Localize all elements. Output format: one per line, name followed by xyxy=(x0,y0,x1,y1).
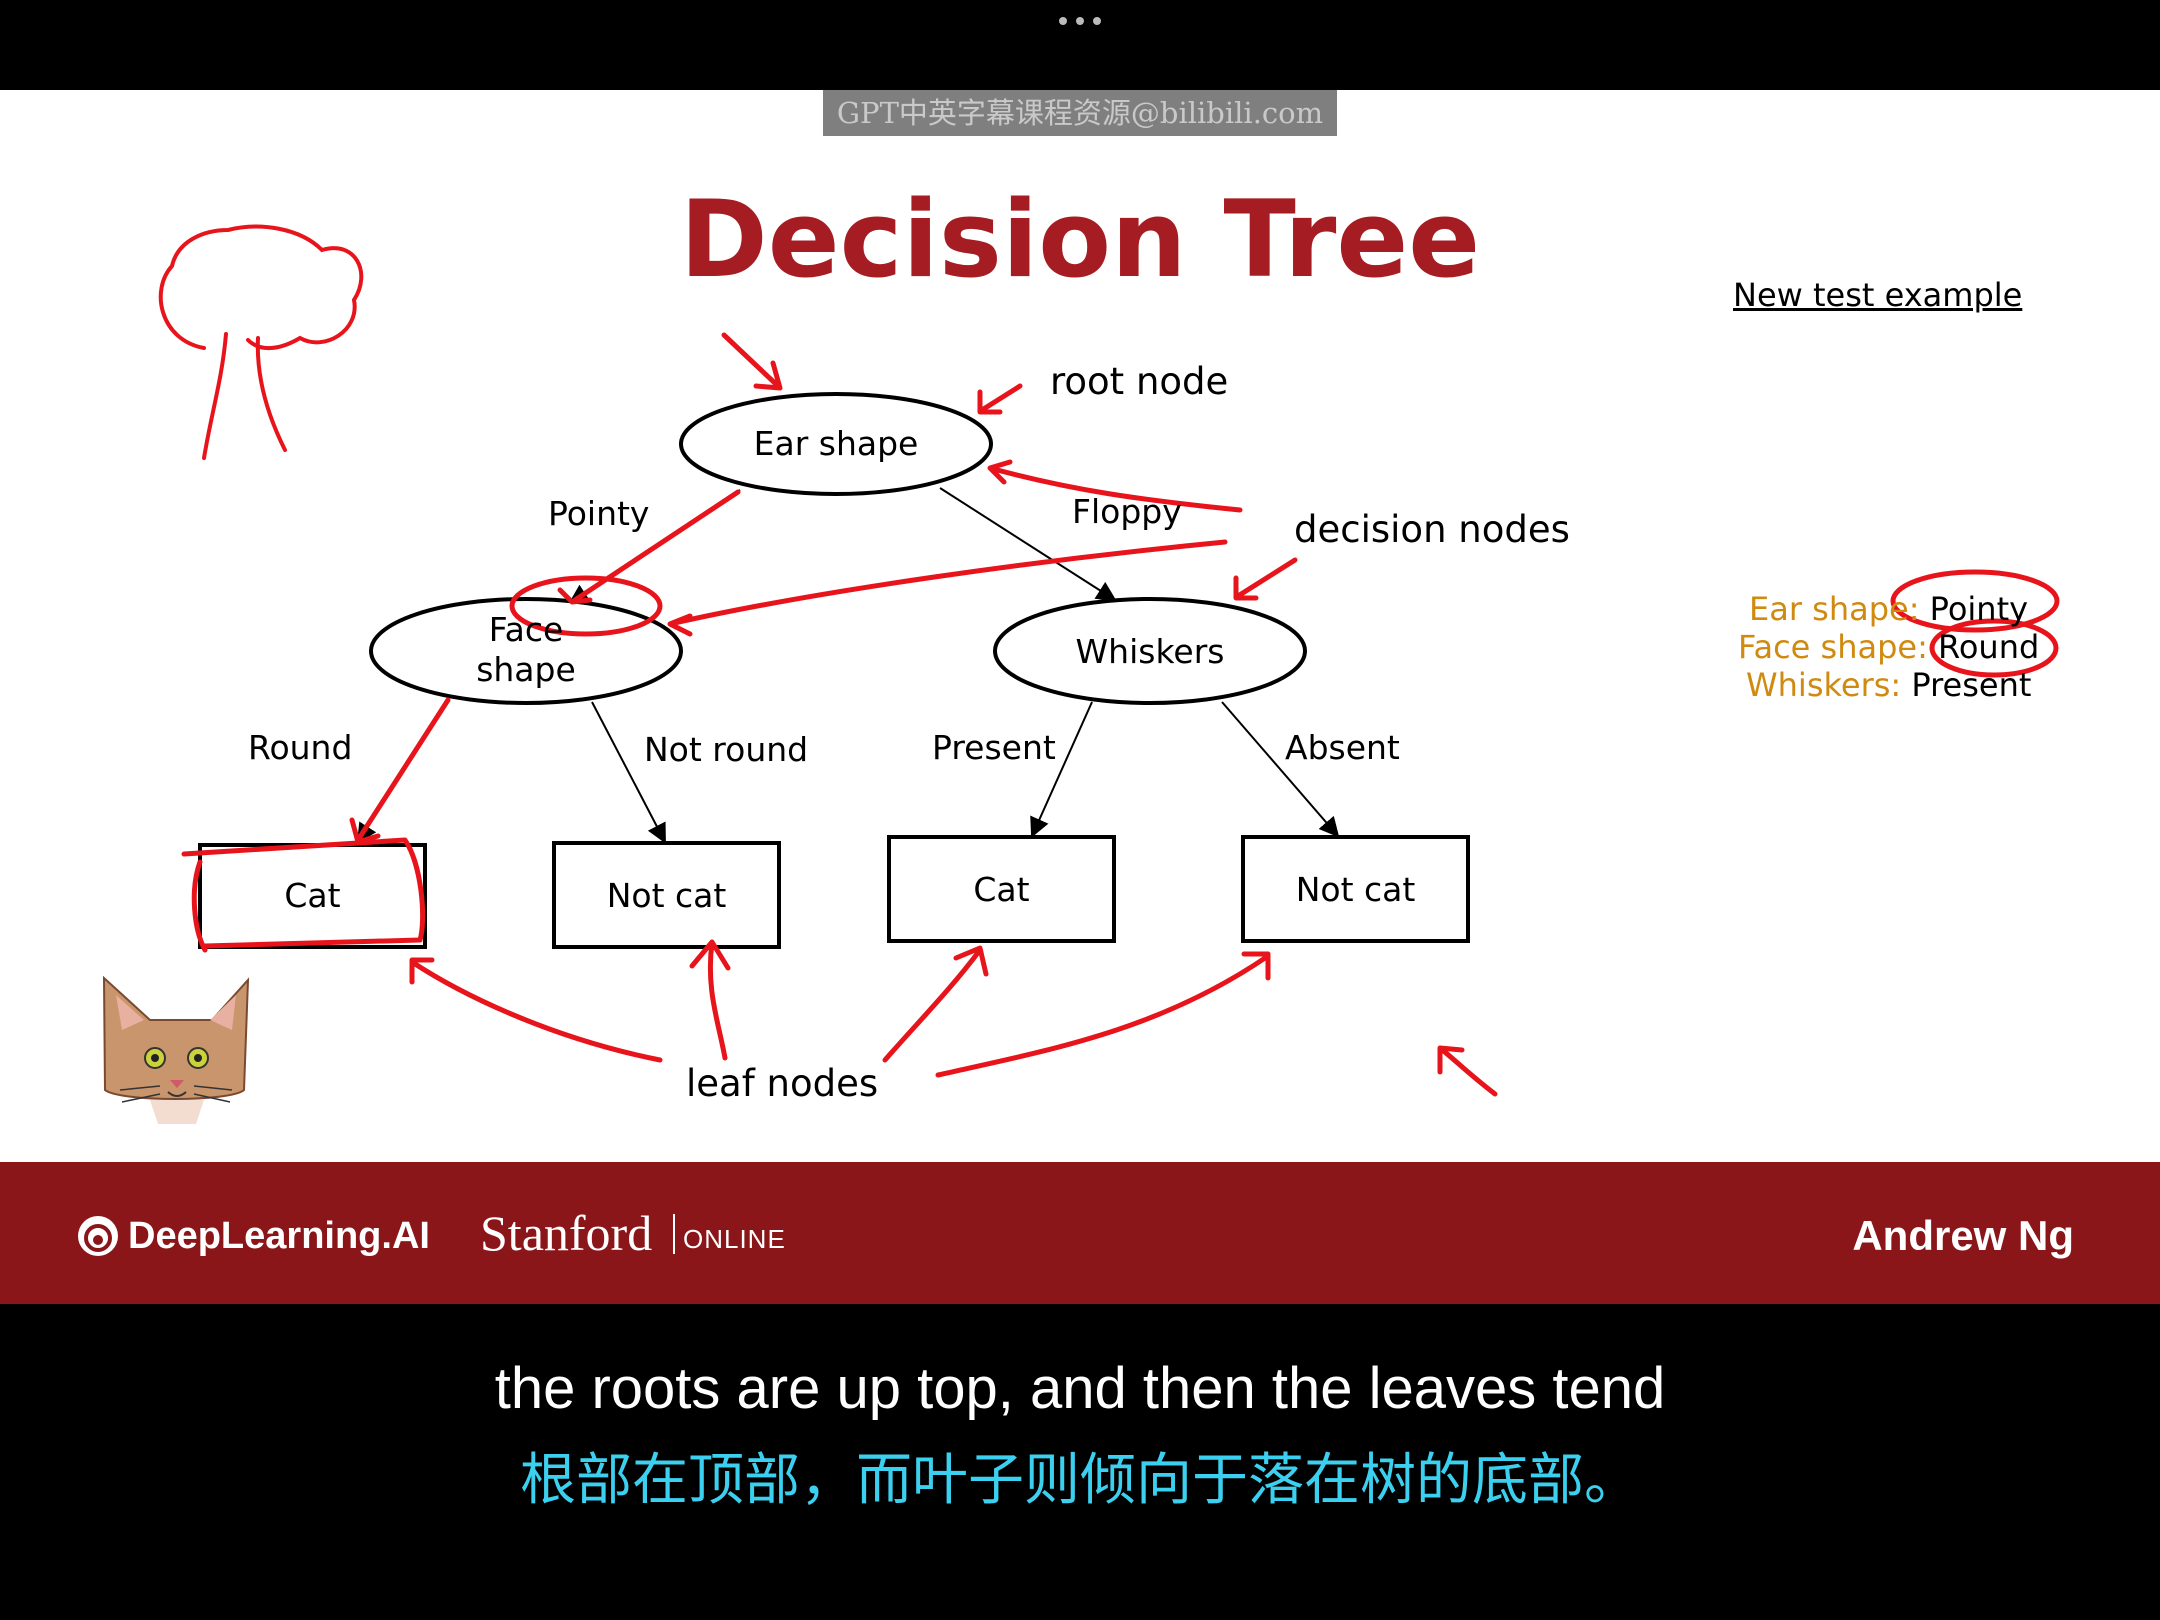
face-shape-node xyxy=(369,597,683,705)
feature-ear-shape: Ear shape: Pointy xyxy=(1749,590,2028,628)
feature-whiskers-value: Present xyxy=(1911,666,2032,704)
leaf-label-3: Cat xyxy=(973,870,1030,909)
whiskers-node xyxy=(993,597,1307,705)
feature-ear-value: Pointy xyxy=(1929,590,2029,628)
edge-floppy xyxy=(939,487,1117,602)
annotation-leaf-nodes: leaf nodes xyxy=(686,1062,879,1105)
stanford-online: ONLINE xyxy=(683,1224,786,1254)
leaf-box-2 xyxy=(552,841,781,949)
face-node-label-2: shape xyxy=(476,650,576,689)
whiskers-node-label: Whiskers xyxy=(1075,632,1225,671)
feature-whiskers-key: Whiskers: xyxy=(1746,666,1902,704)
stanford-wordmark: Stanford xyxy=(480,1205,653,1261)
edge-absent xyxy=(1221,701,1340,838)
cat-illustration xyxy=(102,975,250,1124)
edge-label-absent: Absent xyxy=(1285,728,1400,767)
edge-label-floppy: Floppy xyxy=(1072,492,1182,531)
top-bar xyxy=(0,0,2160,90)
slide-title: Decision Tree xyxy=(679,178,1481,301)
edge-label-pointy: Pointy xyxy=(548,494,650,533)
more-options-icon[interactable] xyxy=(1058,16,1102,26)
edge-label-present: Present xyxy=(932,728,1056,767)
leaf-label-1: Cat xyxy=(284,876,341,915)
edge-label-not-round: Not round xyxy=(644,730,809,769)
leaf-box-3 xyxy=(887,835,1116,943)
slide: GPT中英字幕课程资源@bilibili.com Decision Tree xyxy=(0,90,2160,1162)
tree-doodle xyxy=(158,224,364,460)
leaf-label-4: Not cat xyxy=(1295,870,1416,909)
edge-label-round: Round xyxy=(248,728,353,767)
leaf-label-2: Not cat xyxy=(606,876,727,915)
deeplearning-logo: DeepLearning.AI xyxy=(76,1214,430,1258)
footer-separator xyxy=(673,1214,675,1254)
feature-whiskers: Whiskers: Present xyxy=(1746,666,2031,704)
feature-face-shape: Face shape: Round xyxy=(1738,628,2039,666)
root-node-label: Ear shape xyxy=(753,424,919,463)
subtitle-english: the roots are up top, and then the leave… xyxy=(494,1356,1666,1421)
annotation-decision-nodes: decision nodes xyxy=(1294,508,1570,551)
feature-face-key: Face shape: xyxy=(1738,628,1928,666)
leaf-box-4 xyxy=(1241,835,1470,943)
edge-present xyxy=(1030,701,1093,838)
new-test-heading: New test example xyxy=(1733,276,2023,314)
face-node-label-1: Face xyxy=(488,610,564,649)
author-name: Andrew Ng xyxy=(1852,1212,2074,1259)
annotation-strokes xyxy=(181,332,2060,1097)
edge-not-round xyxy=(591,701,666,844)
root-node xyxy=(679,392,993,496)
subtitle-chinese: 根部在顶部，而叶子则倾向于落在树的底部。 xyxy=(520,1448,1640,1513)
watermark: GPT中英字幕课程资源@bilibili.com xyxy=(823,90,1337,136)
feature-ear-key: Ear shape: xyxy=(1749,590,1920,628)
feature-face-value: Round xyxy=(1938,628,2040,666)
tree-diagram xyxy=(102,224,2060,1124)
leaf-box-1 xyxy=(198,843,427,949)
deeplearning-icon xyxy=(78,1216,118,1256)
annotation-root-node: root node xyxy=(1050,360,1229,403)
slide-footer: DeepLearning.AI Stanford ONLINE Andrew N… xyxy=(0,1162,2160,1304)
deeplearning-brand: DeepLearning.AI xyxy=(128,1214,430,1257)
